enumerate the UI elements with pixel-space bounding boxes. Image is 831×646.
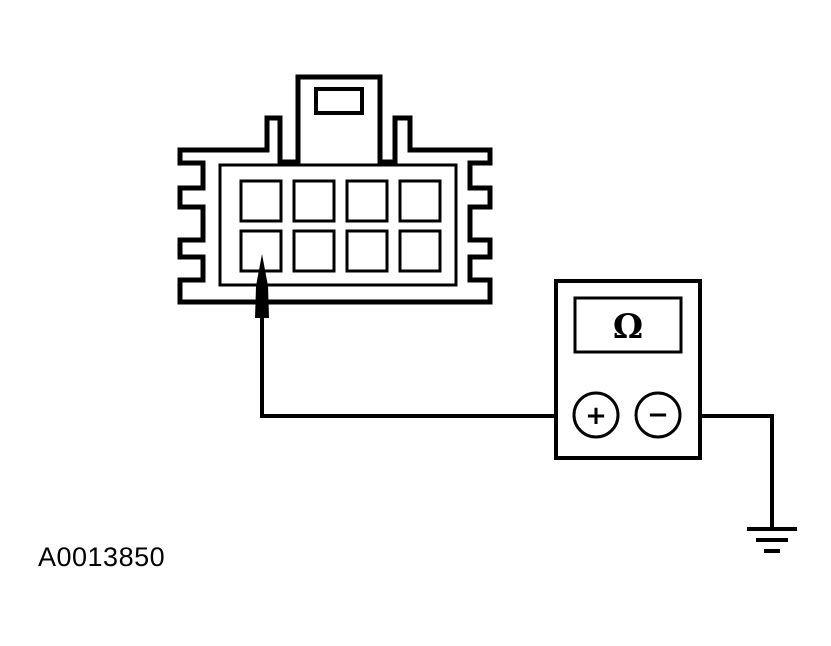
ohmmeter: Ω + − xyxy=(554,279,702,460)
meter-display xyxy=(573,296,683,354)
cavity xyxy=(398,229,442,273)
connector xyxy=(177,74,493,305)
positive-sign: + xyxy=(585,401,607,431)
test-probe xyxy=(255,254,269,318)
cavity xyxy=(292,179,336,223)
cavity xyxy=(345,229,389,273)
connector-face xyxy=(218,163,458,287)
negative-lead xyxy=(681,414,774,527)
cavity xyxy=(292,229,336,273)
figure-reference-id: A0013850 xyxy=(38,542,166,572)
ground-icon xyxy=(747,527,797,553)
positive-terminal xyxy=(572,391,620,439)
lock-window xyxy=(314,87,364,115)
cavity xyxy=(345,179,389,223)
cavity xyxy=(398,179,442,223)
positive-lead xyxy=(260,318,572,418)
test-leads xyxy=(260,318,774,527)
cavity xyxy=(239,179,283,223)
ohm-symbol: Ω xyxy=(613,307,643,347)
negative-sign: − xyxy=(647,400,669,430)
negative-terminal xyxy=(634,391,682,439)
connector-housing xyxy=(177,74,493,305)
